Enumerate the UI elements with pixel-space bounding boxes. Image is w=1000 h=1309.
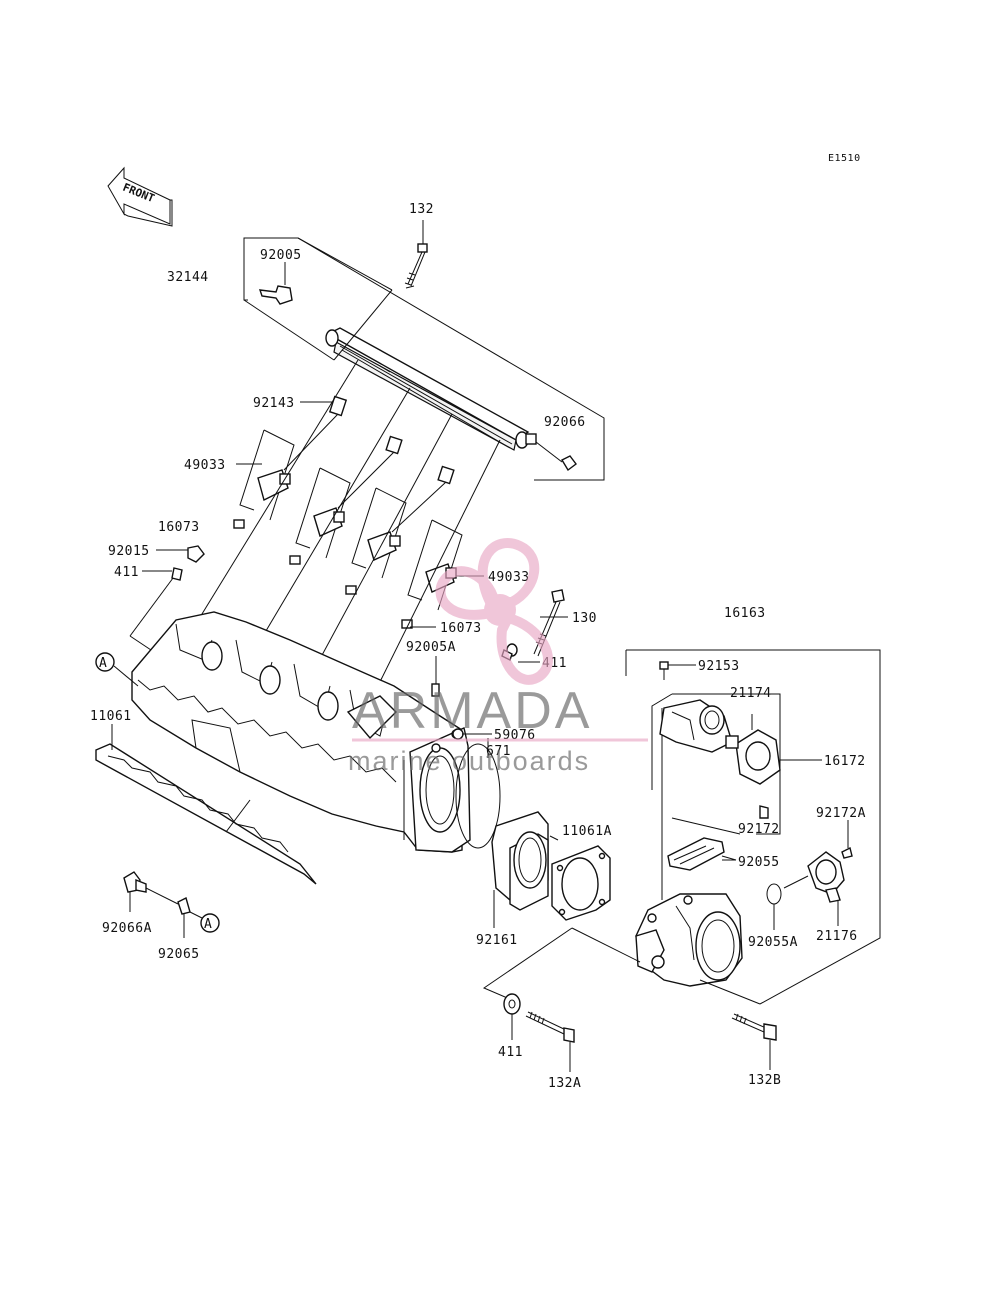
o-ring-92055A (766, 883, 782, 930)
label-92055: 92055 (738, 855, 780, 870)
fitting-92005 (258, 262, 293, 305)
propeller-hub (484, 594, 516, 626)
cover-92055 (667, 837, 737, 871)
bolt-132A (525, 1011, 575, 1072)
label-132A: 132A (548, 1076, 581, 1091)
label-92172: 92172 (738, 822, 780, 837)
armada-watermark: ARMADA marine outboards (348, 538, 648, 776)
label-49033-left: 49033 (184, 458, 226, 473)
label-16073-left: 16073 (158, 520, 200, 535)
throttle-assembly-bracket (625, 649, 881, 1005)
label-leader-lines (142, 401, 736, 861)
screw-92172A (841, 820, 853, 859)
ref-marker-a-text-2: A (204, 917, 212, 932)
gasket-11061 (95, 724, 317, 885)
sensor-92015 (187, 545, 205, 563)
clip-92065 (177, 896, 203, 938)
screw-92153 (659, 661, 669, 680)
fuel-rail-bracket-lines (243, 237, 605, 481)
label-92172A: 92172A (816, 806, 866, 821)
idle-control-bracket (651, 693, 781, 835)
intake-manifold (131, 611, 471, 853)
label-49033-right: 49033 (488, 570, 530, 585)
throttle-body (635, 893, 761, 1005)
ref-marker-a-clip: A (200, 913, 220, 933)
bolt-92066A (123, 871, 179, 912)
fuel-rail-leader-lines (333, 289, 393, 361)
washer-411-bottom (503, 993, 521, 1040)
bolt-92005A (431, 656, 440, 697)
label-21176: 21176 (816, 929, 858, 944)
idle-actuator-16172 (725, 714, 822, 785)
label-132B: 132B (748, 1073, 781, 1088)
label-32144: 32144 (167, 270, 209, 285)
diagram-code: E1510 (828, 153, 861, 164)
valve-body-21174 (659, 699, 733, 753)
screw-92172 (759, 805, 769, 819)
label-130: 130 (572, 611, 597, 626)
label-92015: 92015 (108, 544, 150, 559)
gasket-11061A (549, 835, 611, 921)
sensor-21176 (783, 851, 845, 926)
front-label: FRONT (121, 181, 157, 206)
front-direction-arrow: FRONT (107, 166, 173, 227)
label-11061: 11061 (90, 709, 132, 724)
propeller-logo-icon (435, 538, 553, 685)
ref-marker-a-manifold: A (95, 652, 139, 687)
bottom-guide-lines (482, 927, 641, 1001)
adapter-92161 (491, 811, 549, 928)
ref-marker-a-text: A (99, 656, 107, 671)
label-16163: 16163 (724, 606, 766, 621)
watermark-tagline: marine outboards (348, 746, 590, 776)
bolt-411-left (171, 567, 183, 581)
label-92143: 92143 (253, 396, 295, 411)
bolt-132B (731, 1013, 777, 1070)
label-92005: 92005 (260, 248, 302, 263)
assembly-guide-lines (129, 359, 501, 723)
label-92066: 92066 (544, 415, 586, 430)
label-92055A: 92055A (748, 935, 798, 950)
propeller-blade-left (435, 566, 499, 620)
label-92161: 92161 (476, 933, 518, 948)
watermark-brand: ARMADA (352, 682, 592, 740)
propeller-blade-right (496, 612, 553, 685)
injector-group-3 (345, 465, 455, 595)
label-92153: 92153 (698, 659, 740, 674)
fuel-rail-32144 (325, 327, 577, 472)
label-411-left: 411 (114, 565, 139, 580)
label-92065: 92065 (158, 947, 200, 962)
label-11061A: 11061A (562, 824, 612, 839)
label-671: 671 (486, 744, 511, 759)
label-92005A: 92005A (406, 640, 456, 655)
label-16172: 16172 (824, 754, 866, 769)
bolt-132 (404, 220, 428, 289)
label-21174: 21174 (730, 686, 772, 701)
label-16073-right: 16073 (440, 621, 482, 636)
propeller-blade-top (477, 538, 540, 607)
label-411-bottom: 411 (498, 1045, 523, 1060)
part-labels: 132 92005 32144 92143 92066 49033 16073 … (90, 202, 866, 1091)
injector-group-1 (233, 395, 348, 529)
label-92066A: 92066A (102, 921, 152, 936)
label-132: 132 (409, 202, 434, 217)
